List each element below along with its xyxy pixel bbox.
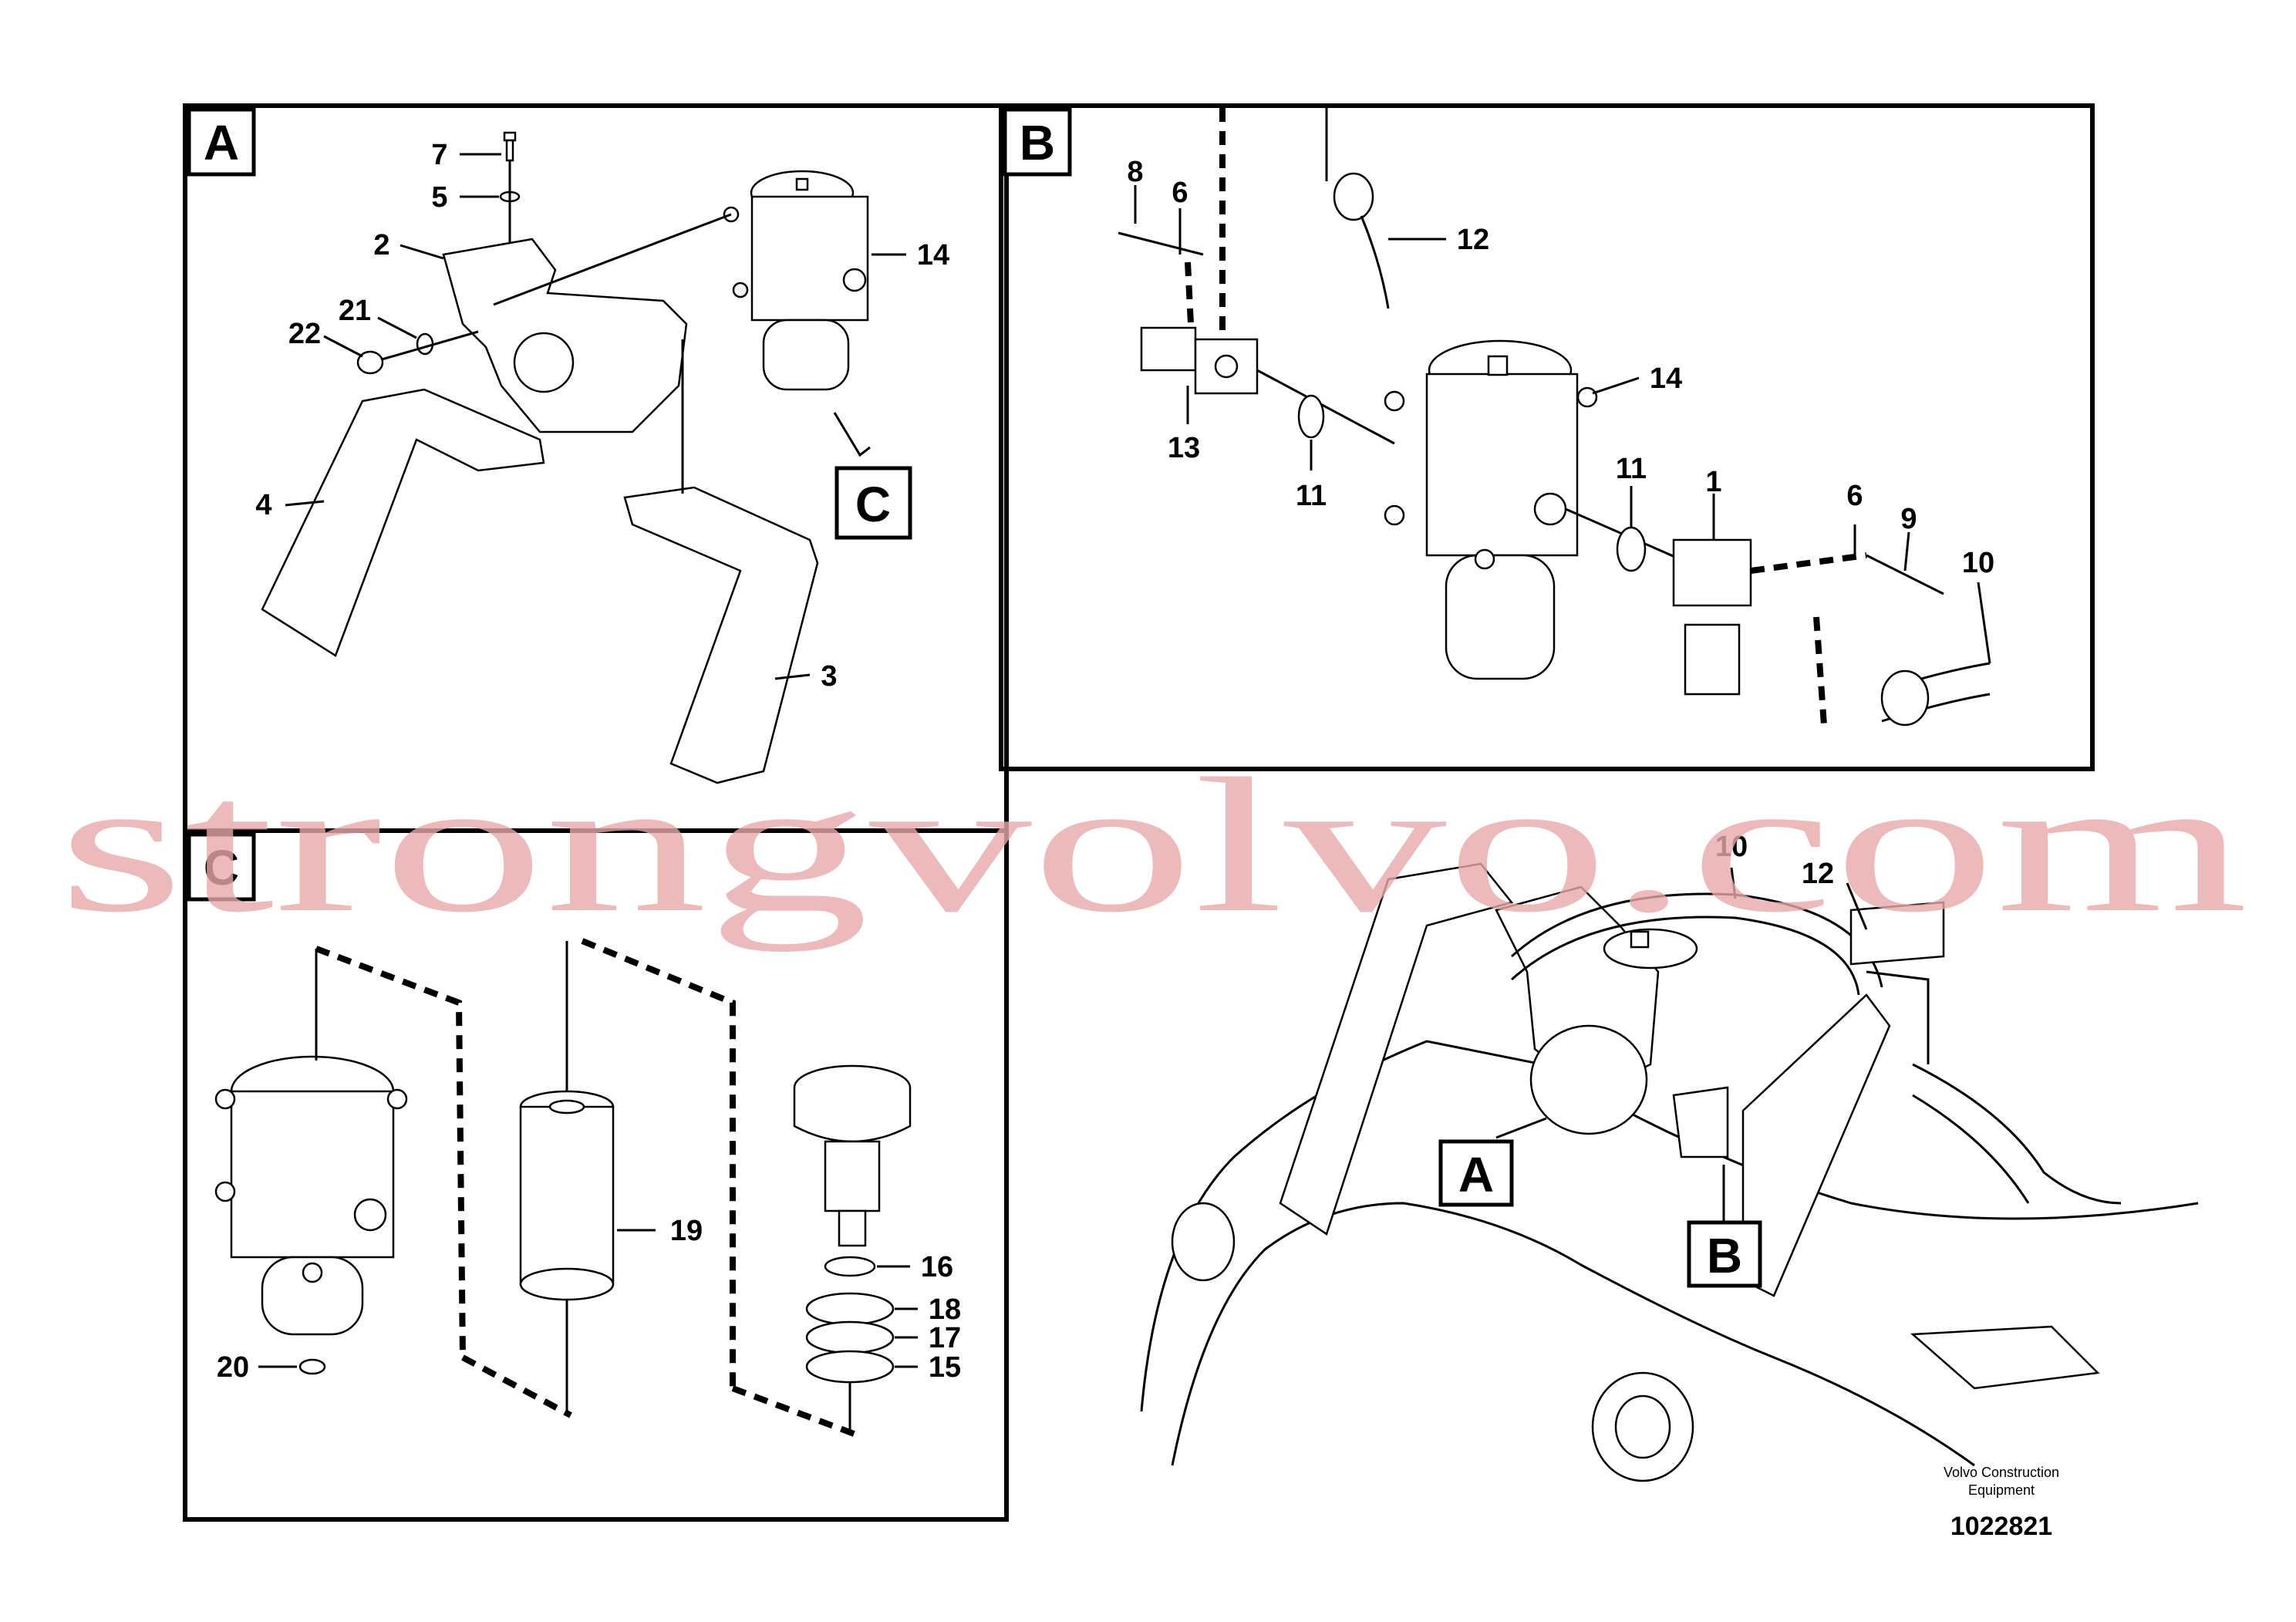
callout: 16 xyxy=(921,1251,953,1283)
callout: 17 xyxy=(929,1322,961,1354)
panel-b-label: B xyxy=(1020,115,1055,170)
callout: 9 xyxy=(1900,503,1917,535)
hose-10-icon xyxy=(1880,662,1991,727)
overview-illustration: A B 10 12 xyxy=(1140,831,2199,1482)
hose-12-icon xyxy=(1333,172,1390,309)
callout: 1 xyxy=(1705,466,1721,498)
callout: 14 xyxy=(917,239,949,271)
footer: Volvo Construction Equipment 1022821 xyxy=(1944,1465,2059,1541)
company-line-1: Volvo Construction xyxy=(1944,1465,2059,1480)
callout: 3 xyxy=(821,660,837,693)
overview-ref-a: A xyxy=(1458,1147,1494,1202)
panel-a-label: A xyxy=(204,115,239,170)
callout: 8 xyxy=(1127,156,1143,188)
callout: 15 xyxy=(929,1351,961,1384)
callout: 12 xyxy=(1457,224,1489,256)
panel-c: C xyxy=(183,828,1009,1522)
callout: 6 xyxy=(1172,177,1188,209)
company-line-2: Equipment xyxy=(1968,1482,2035,1498)
drawing-number: 1022821 xyxy=(1950,1512,2052,1541)
filter-housing-icon xyxy=(214,1055,408,1336)
overview-ref-b: B xyxy=(1707,1228,1742,1283)
bolt-22-icon xyxy=(356,330,479,375)
callout: 6 xyxy=(1846,480,1863,512)
callout: 10 xyxy=(1962,547,1994,579)
callouts-a: 7 5 2 21 22 14 4 3 xyxy=(255,139,949,693)
callout: 22 xyxy=(288,318,321,350)
callout: 7 xyxy=(431,139,447,171)
o-ring-17-icon xyxy=(805,1320,895,1354)
o-ring-16-icon xyxy=(824,1256,876,1277)
adapter-1-icon xyxy=(1672,538,1752,696)
panel-c-label: C xyxy=(204,840,239,895)
o-ring-11-icon xyxy=(1297,394,1325,439)
o-ring-20-icon xyxy=(298,1358,326,1375)
filter-housing-14-icon xyxy=(723,170,869,391)
support-3-icon xyxy=(623,486,819,784)
callout: 19 xyxy=(670,1215,703,1247)
callouts-c: 19 16 18 17 15 20 xyxy=(217,1215,961,1384)
filter-housing-14-icon xyxy=(1384,339,1598,680)
panel-a: A xyxy=(183,103,1009,833)
panel-b: B xyxy=(999,103,2095,771)
filter-element-19-icon xyxy=(519,1090,615,1301)
callout: 14 xyxy=(1650,363,1682,395)
callout: 12 xyxy=(1802,858,1834,890)
callouts-b: 8 6 12 14 13 11 11 1 6 9 10 xyxy=(1127,156,1994,664)
watermark: strongvolvo.com xyxy=(58,739,2248,953)
callout: 11 xyxy=(1296,480,1327,512)
o-ring-15-icon xyxy=(805,1350,895,1384)
o-ring-11b-icon xyxy=(1616,526,1647,572)
filter-insert-icon xyxy=(793,1064,912,1247)
fitting-13-icon xyxy=(1140,326,1259,395)
callout: 2 xyxy=(373,229,389,261)
callout: 5 xyxy=(431,181,447,214)
callout: 21 xyxy=(339,295,371,327)
support-4-icon xyxy=(261,388,545,657)
callout: 13 xyxy=(1168,432,1200,464)
bolt-7-icon xyxy=(499,131,521,247)
callout: 18 xyxy=(929,1293,961,1326)
o-ring-18-icon xyxy=(805,1292,895,1326)
bracket-2-icon xyxy=(442,238,688,433)
callout: 10 xyxy=(1715,831,1748,863)
callout: 20 xyxy=(217,1351,249,1384)
view-ref-c: C xyxy=(855,477,891,532)
callout: 4 xyxy=(255,489,271,521)
callout: 11 xyxy=(1616,453,1647,485)
